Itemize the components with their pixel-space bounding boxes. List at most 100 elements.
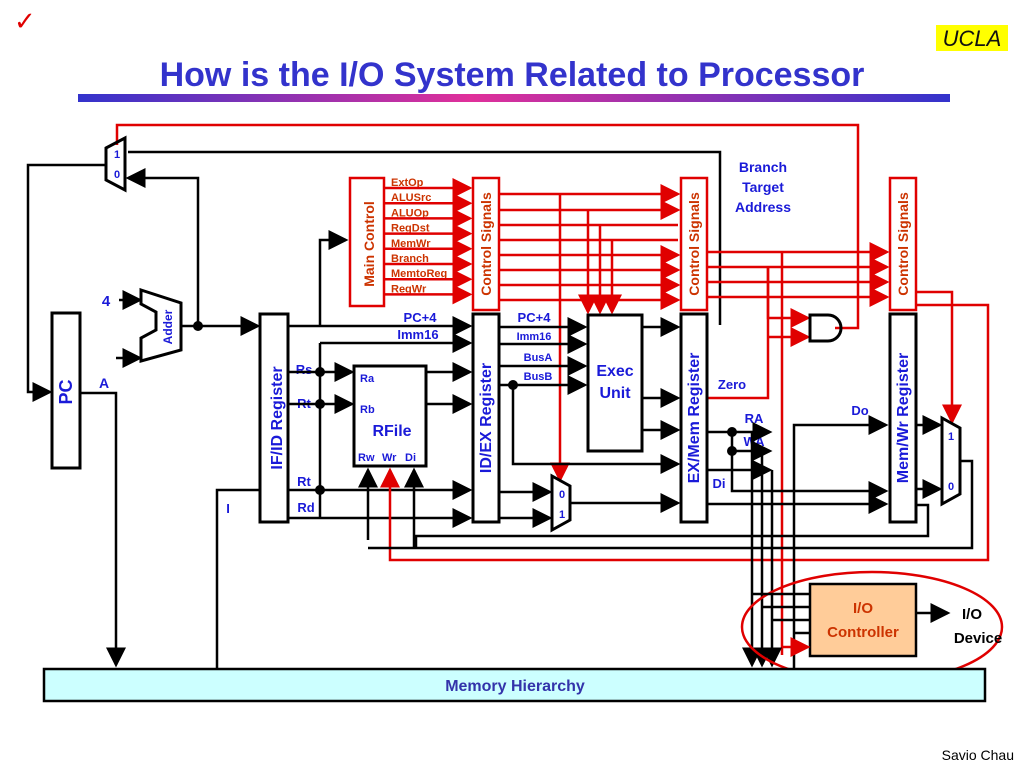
busb-to-exmem <box>511 385 681 474</box>
mem-wr-register <box>888 312 918 524</box>
pc-label: PC <box>56 379 76 404</box>
junction-dot <box>508 380 518 390</box>
ex-mem-register <box>679 312 709 524</box>
idex-out-pc4: PC+4 <box>518 310 552 325</box>
control-signals-memwr <box>888 176 918 312</box>
memory-hierarchy <box>42 667 987 703</box>
junction-dot <box>315 367 325 377</box>
main-control <box>348 176 386 308</box>
control-signals-label-1: Control Signals <box>478 192 494 296</box>
control-signals-label-2: Control Signals <box>686 192 702 296</box>
io-controller-label-1: I/O <box>853 600 873 617</box>
slide-title: How is the I/O System Related to Process… <box>160 56 865 94</box>
ra-label: RA <box>745 411 764 426</box>
rfile-rw: Rw <box>358 452 375 464</box>
regdst-mux <box>550 473 572 533</box>
rfile-label: RFile <box>372 423 411 440</box>
control-signal-label: ExtOp <box>391 177 424 189</box>
pc-output-label: A <box>99 375 109 391</box>
io-device-label-2: Device <box>954 630 1002 647</box>
control-signals-exmem <box>679 176 709 312</box>
control-signal-label: Branch <box>391 253 429 265</box>
zero-label: Zero <box>718 377 746 392</box>
io-bus-taps <box>752 592 811 657</box>
control-signal-label: RegDst <box>391 223 430 235</box>
junction-dot <box>727 427 737 437</box>
control-signals-idex <box>471 176 501 312</box>
pc-mux-in0: 0 <box>114 169 120 181</box>
exec-label-2: Unit <box>599 385 631 402</box>
pc-mux <box>104 135 127 193</box>
control-signal-list: ExtOpALUSrcALUOpRegDstMemWrBranchMemtoRe… <box>384 177 473 305</box>
id-ex-register <box>471 312 501 524</box>
control-signal-label: MemtoReg <box>391 268 447 280</box>
control-signal-label: MemWr <box>391 238 431 250</box>
title-underline <box>78 94 950 102</box>
opcode-wire <box>318 230 349 326</box>
rfile-di: Di <box>405 452 416 464</box>
instr-wire <box>215 488 260 668</box>
idex-out-imm16: Imm16 <box>517 331 552 343</box>
pc4-feedback-wire <box>125 168 200 326</box>
regdst-in0: 0 <box>559 489 565 501</box>
junction-dot <box>315 485 325 495</box>
ex-mem-label: EX/Mem Register <box>686 353 703 484</box>
di-label: Di <box>713 476 726 491</box>
if-id-register <box>258 312 290 524</box>
main-control-label: Main Control <box>361 201 377 287</box>
if-id-rd: Rd <box>297 500 314 515</box>
register-file <box>352 364 428 468</box>
adder-label: Adder <box>161 309 175 344</box>
do-label: Do <box>851 403 868 418</box>
author-credit: Savio Chau <box>942 747 1014 763</box>
pcsrc-wire <box>115 123 860 330</box>
idex-busa: BusA <box>524 352 553 364</box>
writeback-mux <box>940 415 962 507</box>
adder <box>139 287 183 363</box>
control-signal-label: ALUOp <box>391 207 429 219</box>
if-id-rs: Rs <box>296 362 313 377</box>
control-signal-label: ALUSrc <box>391 192 431 204</box>
junction-dot <box>315 399 325 409</box>
do-wire <box>792 415 889 668</box>
pc-register <box>50 311 82 470</box>
control-wires-ex <box>499 184 681 483</box>
if-id-label: IF/ID Register <box>269 366 286 469</box>
control-signals-label-3: Control Signals <box>895 192 911 296</box>
checkmark-icon: ✓ <box>14 6 36 36</box>
idex-busb: BusB <box>524 371 553 383</box>
io-controller-label-2: Controller <box>827 624 899 641</box>
control-signal-label: RegWr <box>391 283 427 295</box>
rfile-rb: Rb <box>360 404 375 416</box>
wb-data-wire <box>368 459 974 550</box>
idex-in-pc4: PC+4 <box>404 310 438 325</box>
logo-background <box>936 25 1008 51</box>
instruction-label: I <box>226 501 230 516</box>
regdst-in1: 1 <box>559 509 565 521</box>
rfile-ra: Ra <box>360 373 375 385</box>
mem-wr-label: Mem/Wr Register <box>895 353 912 483</box>
branch-and-gate <box>808 313 843 343</box>
control-wires-mem <box>380 242 990 655</box>
exec-label-1: Exec <box>596 363 633 380</box>
io-controller <box>808 582 918 658</box>
exec-unit <box>586 313 644 453</box>
wb-in0: 0 <box>948 481 954 493</box>
mux-to-pc-wire <box>26 163 106 402</box>
idex-in-imm16: Imm16 <box>397 327 438 342</box>
memory-label: Memory Hierarchy <box>445 678 585 695</box>
pc-mux-in1: 1 <box>114 149 120 161</box>
wb-addr-wire <box>414 503 930 548</box>
adder-constant: 4 <box>102 293 111 310</box>
rfile-wr: Wr <box>382 452 397 464</box>
junction-dot <box>193 321 203 331</box>
wb-in1: 1 <box>948 431 954 443</box>
pc-to-memory-wire <box>80 391 126 668</box>
id-ex-label: ID/EX Register <box>478 363 495 473</box>
ucla-logo: UCLA <box>943 26 1002 51</box>
if-id-rt2: Rt <box>297 474 311 489</box>
io-device-label-1: I/O <box>962 606 982 623</box>
wa-label: WA <box>744 434 766 449</box>
